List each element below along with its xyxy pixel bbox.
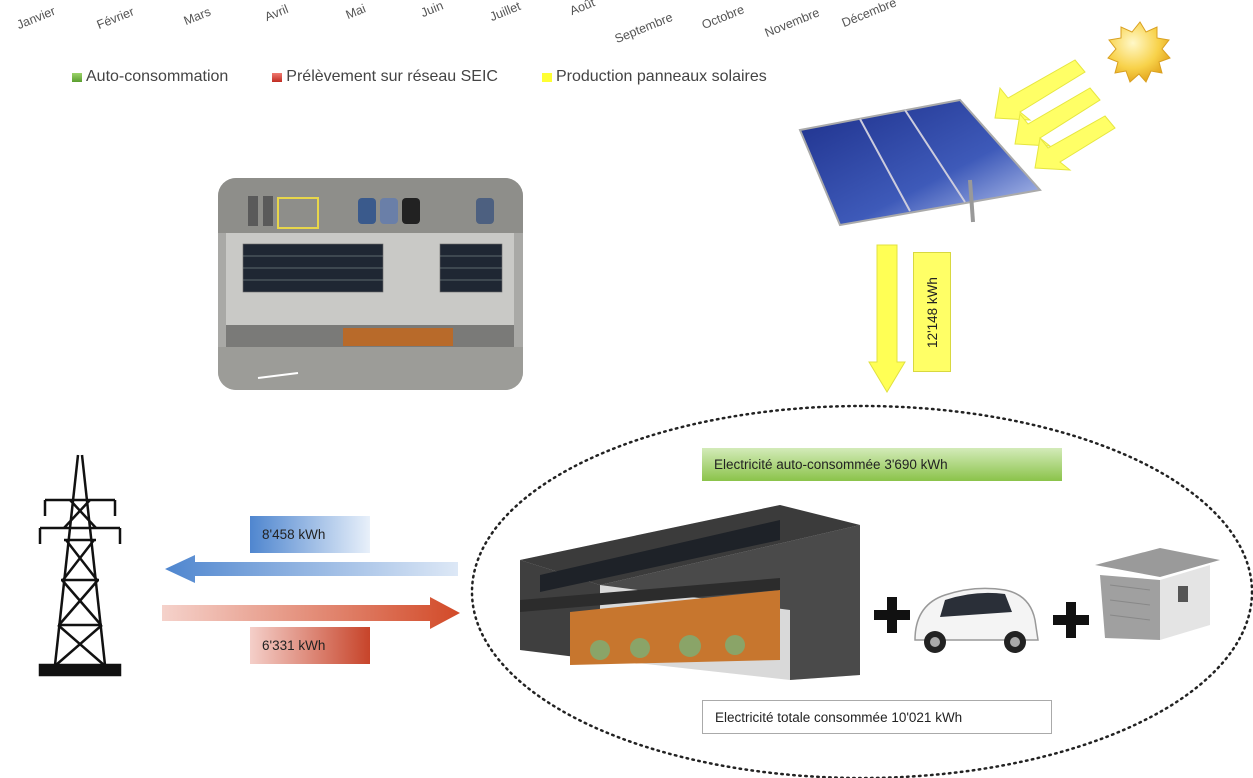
- legend-item-grid-draw: Prélèvement sur réseau SEIC: [272, 68, 498, 86]
- legend-label: Production panneaux solaires: [555, 68, 767, 85]
- solar-production-value: 12'148 kWh: [924, 276, 940, 348]
- export-arrow: [165, 555, 458, 583]
- legend-swatch: [272, 72, 283, 82]
- legend-label: Prélèvement sur réseau SEIC: [286, 68, 498, 85]
- legend-swatch: [72, 72, 82, 82]
- sun-icon: [1107, 21, 1171, 83]
- import-arrow: [162, 597, 460, 629]
- import-from-grid-label: 6'331 kWh: [250, 627, 370, 664]
- chart-legend: Auto-consommation Prélèvement sur réseau…: [72, 68, 767, 86]
- plus-icon: [1053, 602, 1089, 638]
- power-pylon-icon: [38, 454, 122, 677]
- legend-item-self-consumption: Auto-consommation: [72, 68, 228, 86]
- aerial-photo-illustration: [218, 178, 523, 390]
- consumption-boundary: [470, 404, 1253, 778]
- self-consumed-label: Electricité auto-consommée 3'690 kWh: [702, 448, 1062, 481]
- charging-station-icon: [1095, 548, 1220, 640]
- legend-item-solar-production: Production panneaux solaires: [541, 68, 767, 86]
- solar-production-label: 12'148 kWh: [913, 252, 951, 372]
- building-icon: [520, 505, 860, 680]
- aerial-building-photo: [218, 178, 523, 390]
- solar-flow-arrow: [868, 244, 906, 393]
- export-to-grid-label: 8'458 kWh: [250, 516, 370, 553]
- sunray-arrows: [994, 59, 1116, 171]
- legend-swatch: [541, 72, 552, 82]
- legend-label: Auto-consommation: [86, 68, 229, 85]
- total-consumed-label: Electricité totale consommée 10'021 kWh: [702, 700, 1052, 734]
- electric-car-icon: [914, 587, 1039, 653]
- plus-icon: [874, 597, 910, 633]
- solar-panel-icon: [798, 98, 1042, 227]
